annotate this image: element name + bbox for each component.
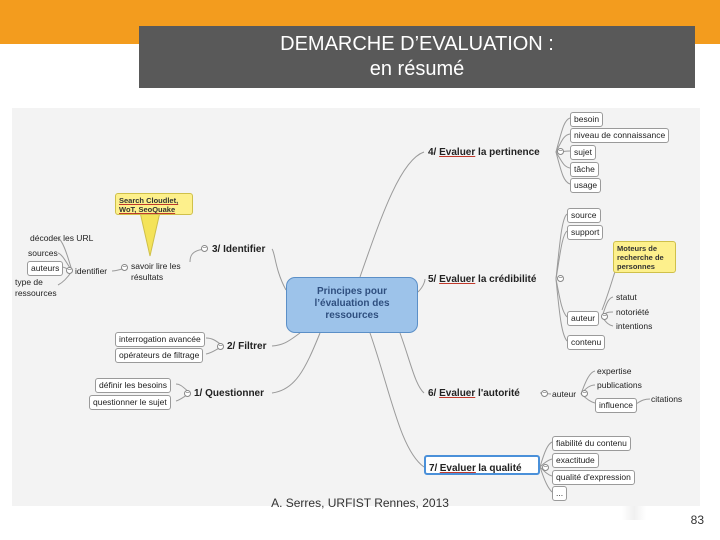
slide-title: DEMARCHE D’EVALUATION : en résumé	[139, 26, 695, 88]
center-line-2: l’évaluation des	[314, 298, 390, 309]
decorative-mark	[622, 506, 646, 520]
collapse-icon[interactable]: −	[581, 390, 588, 397]
leaf-questionner-sujet: questionner le sujet	[89, 395, 171, 410]
center-line-3: ressources	[325, 310, 379, 321]
collapse-icon[interactable]: −	[557, 275, 564, 282]
leaf-publications: publications	[597, 380, 642, 390]
leaf-citations: citations	[651, 394, 683, 404]
leaf-auteur-autorite: auteur	[552, 389, 577, 399]
leaf-auteur-credibilite: auteur	[567, 311, 600, 326]
leaf-besoin: besoin	[570, 112, 604, 127]
branch-questionner: 1/ Questionner	[194, 388, 265, 399]
branch-identifier: 3/ Identifier	[212, 244, 266, 255]
leaf-fiabilite: fiabilité du contenu	[552, 436, 631, 451]
leaf-exactitude: exactitude	[552, 453, 599, 468]
leaf-notoriete: notoriété	[616, 307, 650, 317]
collapse-icon[interactable]: −	[66, 267, 73, 274]
underlined-word: Evaluer	[439, 147, 476, 158]
leaf-expertise: expertise	[597, 366, 632, 376]
center-node: Principes pour l’évaluation des ressourc…	[286, 277, 418, 333]
author-credit: A. Serres, URFIST Rennes, 2013	[271, 496, 449, 510]
leaf-identifier: identifier	[75, 266, 108, 276]
leaf-source: source	[567, 208, 601, 223]
collapse-icon[interactable]: −	[541, 390, 548, 397]
collapse-icon[interactable]: −	[217, 343, 224, 350]
collapse-icon[interactable]: −	[121, 264, 128, 271]
leaf-niveau-connaissance: niveau de connaissance	[570, 128, 670, 143]
title-line-2: en résumé	[369, 58, 465, 80]
leaf-auteurs: auteurs	[27, 261, 64, 276]
leaf-contenu: contenu	[567, 335, 606, 350]
leaf-operateurs: opérateurs de filtrage	[115, 348, 204, 363]
leaf-influence: influence	[595, 398, 638, 413]
branch-filtrer: 2/ Filtrer	[227, 341, 267, 352]
leaf-decoder-url: décoder les URL	[30, 233, 94, 243]
collapse-icon[interactable]: −	[557, 148, 564, 155]
underlined-word: Evaluer	[439, 274, 476, 285]
leaf-interrogation: interrogation avancée	[115, 332, 205, 347]
leaf-sources: sources	[28, 248, 58, 258]
leaf-tache: tâche	[570, 162, 599, 177]
leaf-support: support	[567, 225, 604, 240]
center-line-1: Principes pour	[316, 286, 387, 297]
collapse-icon[interactable]: −	[542, 464, 549, 471]
leaf-intentions: intentions	[616, 321, 653, 331]
branch-pertinence: 4/ Evaluer la pertinence	[428, 147, 540, 158]
leaf-sujet: sujet	[570, 145, 596, 160]
branch-autorite: 6/ Evaluer l'autorité	[428, 388, 520, 399]
leaf-statut: statut	[616, 292, 637, 302]
collapse-icon[interactable]: −	[184, 390, 191, 397]
branch-credibilite: 5/ Evaluer la crédibilité	[428, 274, 537, 285]
callout-identifier: Search Cloudlet, WoT, SeoQuake	[115, 193, 193, 215]
collapse-icon[interactable]: −	[201, 245, 208, 252]
underlined-word: Evaluer	[439, 388, 476, 399]
leaf-qualite-expression: qualité d'expression	[552, 470, 635, 485]
title-line-1: DEMARCHE D’EVALUATION :	[280, 33, 554, 55]
leaf-usage: usage	[570, 178, 602, 193]
leaf-type-ressources: type de ressources	[15, 277, 57, 298]
collapse-icon[interactable]: −	[601, 313, 608, 320]
branch-qualite[interactable]: 7/ Evaluer la qualité	[424, 455, 540, 475]
callout-moteurs: Moteurs de recherche de personnes	[613, 241, 676, 273]
leaf-savoir-lire: savoir lire les résultats	[131, 261, 181, 282]
page-number: 83	[690, 513, 704, 527]
leaf-definir-besoins: définir les besoins	[95, 378, 172, 393]
leaf-ellipsis: ...	[552, 486, 568, 501]
